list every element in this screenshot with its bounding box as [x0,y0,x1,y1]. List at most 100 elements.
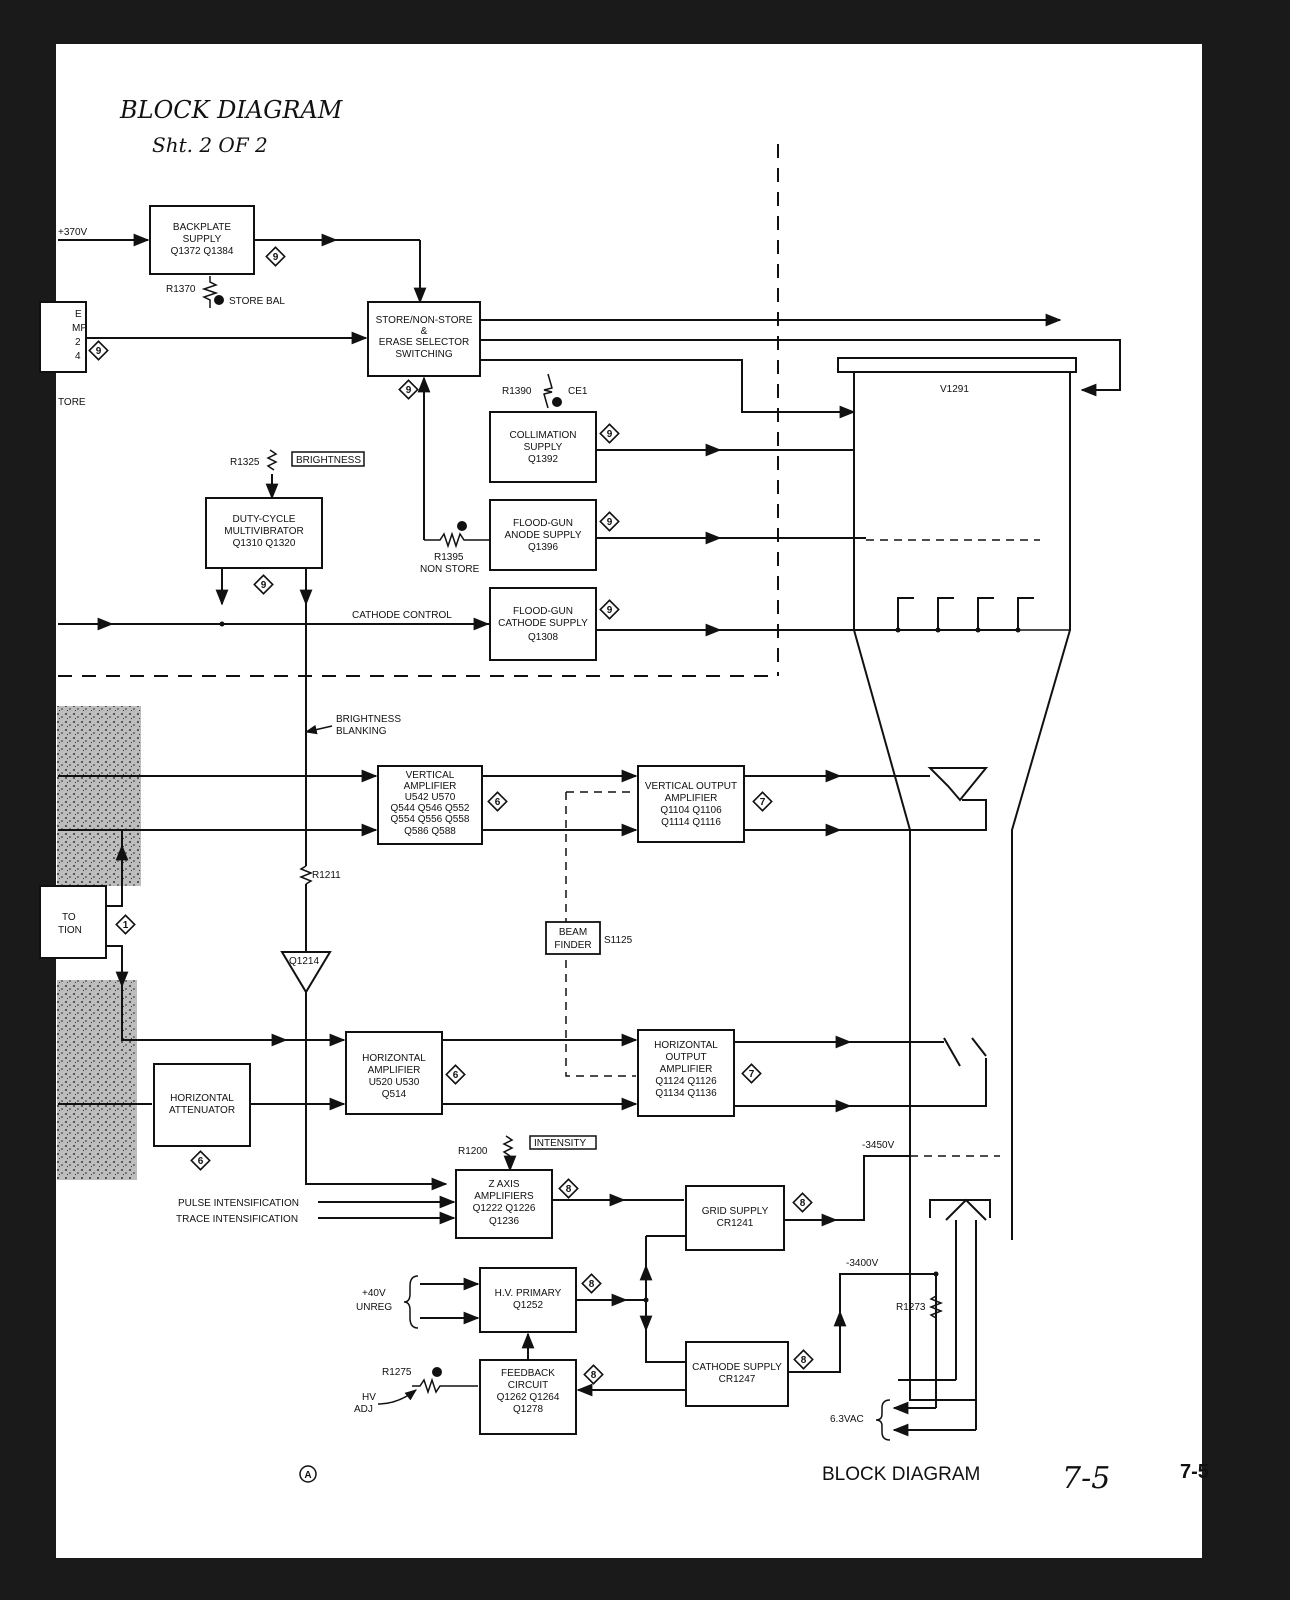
q1214-buffer-triangle [280,951,332,994]
svg-text:8: 8 [800,1198,806,1209]
svg-text:A: A [304,1470,311,1481]
v1291-label: V1291 [940,384,969,395]
svg-text:BACKPLATE: BACKPLATE [173,222,231,233]
beam-finder-label: BEAM [559,927,587,938]
vac63-label: 6.3VAC [830,1414,864,1425]
svg-text:DUTY-CYCLE: DUTY-CYCLE [233,514,296,525]
svg-text:AMPLIFIER: AMPLIFIER [660,1064,713,1075]
svg-text:ERASE SELECTOR: ERASE SELECTOR [379,337,469,348]
plus40-label: +40V [362,1288,386,1299]
horizontal-amplifier-block: HORIZONTAL AMPLIFIER U520 U530 Q514 [345,1031,443,1115]
pulse-intensification-label: PULSE INTENSIFICATION [178,1198,299,1209]
vertical-amplifier-block: VERTICAL AMPLIFIER U542 U570 Q544 Q546 Q… [377,765,483,845]
svg-text:ANODE SUPPLY: ANODE SUPPLY [504,530,581,541]
schematic-ref-diamond: 1 [115,914,136,935]
schematic-ref-diamond: 6 [190,1150,211,1171]
svg-text:6: 6 [495,797,501,808]
r1275-label: R1275 [382,1367,412,1378]
svg-text:CR1247: CR1247 [719,1374,756,1385]
adjust-knob-icon [214,295,224,305]
svg-text:6: 6 [453,1070,459,1081]
crt-tube-v1291: V1291 [837,357,1077,1400]
left-partial-text: 4 [75,351,81,362]
svg-text:ATTENUATOR: ATTENUATOR [169,1105,235,1116]
flood-gun-anode-block: FLOOD-GUN ANODE SUPPLY Q1396 [489,499,597,571]
r1200-label: R1200 [458,1146,488,1157]
svg-text:U542 U570: U542 U570 [405,792,456,803]
horizontal-output-block: HORIZONTAL OUTPUT AMPLIFIER Q1124 Q1126 … [637,1029,735,1117]
svg-text:Q1308: Q1308 [528,632,558,643]
s1125-label: S1125 [604,935,633,946]
svg-text:Q1252: Q1252 [513,1300,543,1311]
svg-text:COLLIMATION: COLLIMATION [509,430,576,441]
intensity-control-box [529,1135,597,1150]
schematic-ref-diamond: 6 [487,791,508,812]
svg-text:Q1104 Q1106: Q1104 Q1106 [660,805,722,816]
schematic-ref-diamond: 8 [792,1192,813,1213]
scan-noise-area [57,980,137,1180]
svg-text:GRID SUPPLY: GRID SUPPLY [702,1206,769,1217]
schematic-sheet [56,44,1202,1558]
q1214-label: Q1214 [289,956,319,967]
svg-text:AMPLIFIER: AMPLIFIER [665,793,718,804]
svg-text:Q554 Q556 Q558: Q554 Q556 Q558 [391,814,470,825]
left-partial-text: TO [62,912,76,923]
horizontal-attenuator-block: HORIZONTAL ATTENUATOR [153,1063,251,1147]
revision-marker: A [299,1465,317,1483]
svg-text:Q1310 Q1320: Q1310 Q1320 [233,538,296,549]
svg-text:Q1114 Q1116: Q1114 Q1116 [661,817,721,828]
beam-finder-switch [545,921,601,955]
left-partial-block [39,301,87,373]
svg-text:H.V. PRIMARY: H.V. PRIMARY [495,1288,562,1299]
svg-text:MULTIVIBRATOR: MULTIVIBRATOR [224,526,303,537]
r1390-label: R1390 [502,386,532,397]
svg-text:Q1396: Q1396 [528,542,558,553]
svg-text:CATHODE SUPPLY: CATHODE SUPPLY [692,1362,782,1373]
svg-text:SWITCHING: SWITCHING [395,349,452,360]
r1370-label: R1370 [166,284,196,295]
schematic-ref-diamond: 9 [253,574,274,595]
minus3400-label: -3400V [846,1258,879,1269]
scan-noise-area [57,706,141,886]
svg-text:Q586 Q588: Q586 Q588 [404,826,456,837]
svg-text:9: 9 [406,385,412,396]
page-number: 7-5 [1180,1461,1209,1483]
schematic-ref-diamond: 9 [398,379,419,400]
r1395-label: R1395 [434,552,464,563]
svg-text:CIRCUIT: CIRCUIT [508,1380,549,1391]
brightness-blanking-label: BLANKING [336,726,387,737]
collimation-supply-block: COLLIMATION SUPPLY Q1392 [489,411,597,483]
duty-cycle-multivibrator-block: DUTY-CYCLE MULTIVIBRATOR Q1310 Q1320 [205,497,323,569]
svg-text:&: & [421,326,428,337]
schematic-ref-diamond: 9 [599,511,620,532]
brightness-label: BRIGHTNESS [296,455,361,466]
svg-text:8: 8 [591,1370,597,1381]
svg-text:8: 8 [589,1279,595,1290]
svg-text:Q1392: Q1392 [528,454,558,465]
svg-text:Q1262 Q1264: Q1262 Q1264 [497,1392,560,1403]
brightness-blanking-label: BRIGHTNESS [336,714,401,725]
svg-text:Q1222 Q1226: Q1222 Q1226 [473,1203,536,1214]
schematic-ref-diamond: 9 [599,599,620,620]
svg-text:CATHODE SUPPLY: CATHODE SUPPLY [498,618,588,629]
store-bal-label: STORE BAL [229,296,285,307]
svg-text:FEEDBACK: FEEDBACK [501,1368,555,1379]
svg-text:9: 9 [607,429,613,440]
schematic-ref-diamond: 9 [265,246,286,267]
backplate-supply-block: BACKPLATE SUPPLY Q1372 Q1384 [149,205,255,275]
r1211-label: R1211 [312,870,341,881]
svg-text:Q1124 Q1126: Q1124 Q1126 [655,1076,717,1087]
left-partial-text: 2 [75,337,81,348]
trace-intensification-label: TRACE INTENSIFICATION [176,1214,298,1225]
svg-text:7: 7 [749,1069,755,1080]
svg-text:8: 8 [566,1184,572,1195]
svg-text:HORIZONTAL: HORIZONTAL [362,1053,426,1064]
svg-text:VERTICAL OUTPUT: VERTICAL OUTPUT [645,781,737,792]
svg-text:7: 7 [760,797,766,808]
schematic-ref-diamond: 9 [599,423,620,444]
svg-text:9: 9 [607,517,613,528]
adjust-knob-icon [552,397,562,407]
footer-caption: BLOCK DIAGRAM [822,1464,980,1485]
grid-supply-block: GRID SUPPLY CR1241 [685,1185,785,1251]
